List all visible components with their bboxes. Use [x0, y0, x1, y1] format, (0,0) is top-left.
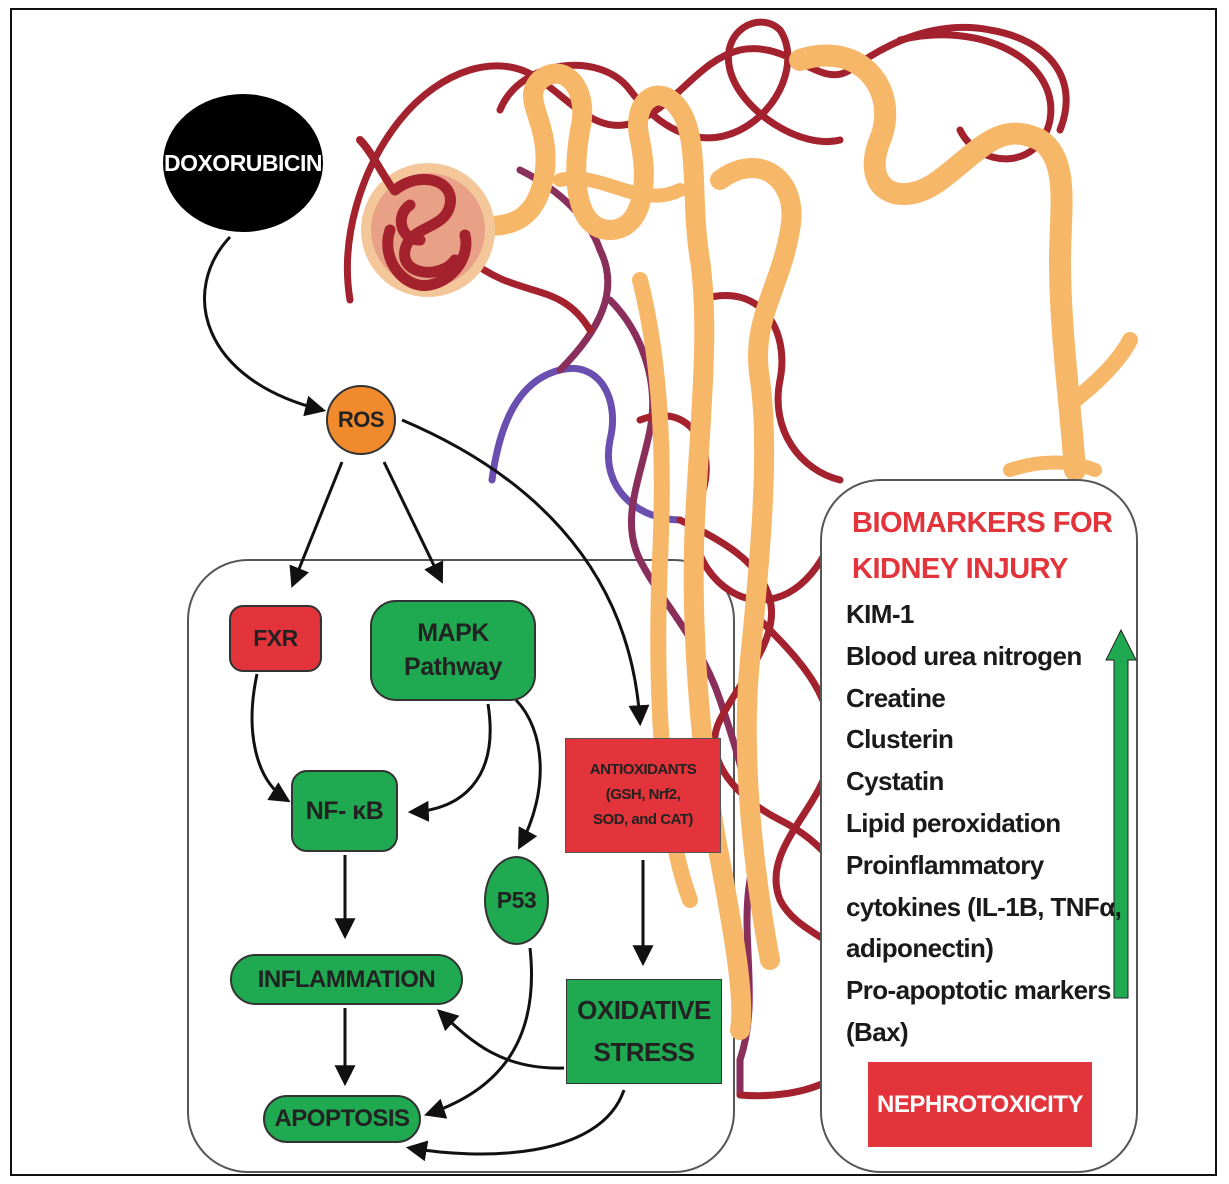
- inflammation-node: INFLAMMATION: [230, 954, 463, 1005]
- list-item: Cystatin: [846, 761, 1121, 803]
- antioxidants-node: ANTIOXIDANTS (GSH, Nrf2, SOD, and CAT): [565, 738, 721, 853]
- apoptosis-node: APOPTOSIS: [263, 1095, 421, 1143]
- arrow-oxidative-to-inflammation: [440, 1012, 564, 1068]
- biomarker-title: BIOMARKERS FOR KIDNEY INJURY: [852, 500, 1112, 592]
- mapk-pathway-node: MAPK Pathway: [370, 600, 536, 701]
- biomarker-list: KIM-1 Blood urea nitrogen Creatine Clust…: [846, 594, 1121, 1054]
- antioxidants-line1: ANTIOXIDANTS: [590, 758, 697, 783]
- oxidative-line1: OXIDATIVE: [577, 990, 711, 1032]
- mapk-line1: MAPK: [404, 617, 502, 651]
- arrow-oxidative-to-apoptosis: [410, 1090, 624, 1154]
- list-item: adiponectin): [846, 928, 1121, 970]
- list-item: cytokines (IL-1B, TNFα,: [846, 887, 1121, 929]
- arrow-ros-to-mapk: [384, 462, 441, 580]
- arrow-ros-to-fxr: [293, 462, 342, 584]
- arrow-fxr-to-nfkb: [252, 674, 287, 800]
- biomarker-title-line2: KIDNEY INJURY: [852, 546, 1112, 592]
- oxidative-stress-node: OXIDATIVE STRESS: [566, 979, 722, 1084]
- list-item: KIM-1: [846, 594, 1121, 636]
- arrow-mapk-to-p53: [516, 700, 540, 846]
- mapk-line2: Pathway: [404, 651, 502, 685]
- doxorubicin-node: DOXORUBICIN: [163, 94, 323, 232]
- ros-node: ROS: [326, 385, 396, 455]
- list-item: Creatine: [846, 678, 1121, 720]
- list-item: Lipid peroxidation: [846, 803, 1121, 845]
- list-item: Proinflammatory: [846, 845, 1121, 887]
- list-item: (Bax): [846, 1012, 1121, 1054]
- list-item: Clusterin: [846, 719, 1121, 761]
- list-item: Pro-apoptotic markers: [846, 970, 1121, 1012]
- nephrotoxicity-box: NEPHROTOXICITY: [868, 1062, 1092, 1147]
- antioxidants-line2: (GSH, Nrf2,: [606, 783, 681, 808]
- glomerulus: [360, 140, 495, 297]
- p53-node: P53: [484, 856, 549, 945]
- arrow-doxorubicin-to-ros: [205, 237, 322, 410]
- oxidative-line2: STRESS: [577, 1032, 711, 1074]
- nfkb-node: NF- κB: [291, 770, 398, 852]
- fxr-node: FXR: [229, 605, 322, 672]
- biomarker-title-line1: BIOMARKERS FOR: [852, 500, 1112, 546]
- arrow-mapk-to-nfkb: [412, 704, 490, 812]
- antioxidants-line3: SOD, and CAT): [593, 808, 693, 833]
- list-item: Blood urea nitrogen: [846, 636, 1121, 678]
